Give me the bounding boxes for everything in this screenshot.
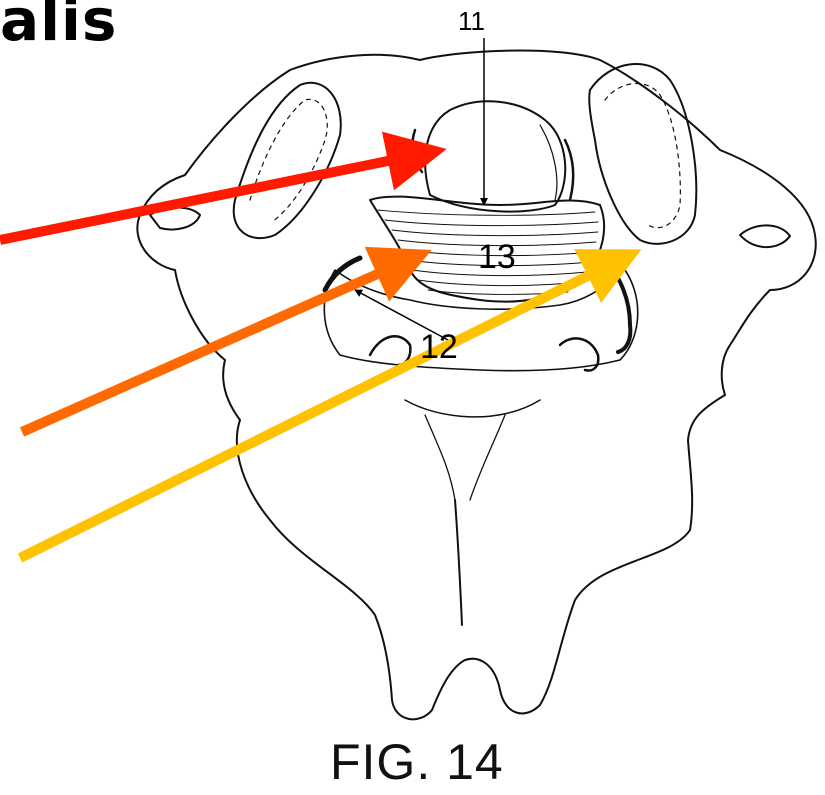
figure-caption: FIG. 14 bbox=[330, 733, 504, 791]
orange-arrow bbox=[22, 256, 418, 432]
dens bbox=[425, 101, 565, 211]
red-arrow bbox=[0, 152, 432, 240]
label-12: 12 bbox=[420, 328, 458, 367]
vertebra-outline bbox=[137, 51, 815, 720]
label-11: 11 bbox=[458, 6, 485, 37]
right-articular-facet bbox=[589, 64, 696, 244]
left-articular-facet bbox=[234, 83, 341, 238]
label-13: 13 bbox=[478, 238, 516, 277]
